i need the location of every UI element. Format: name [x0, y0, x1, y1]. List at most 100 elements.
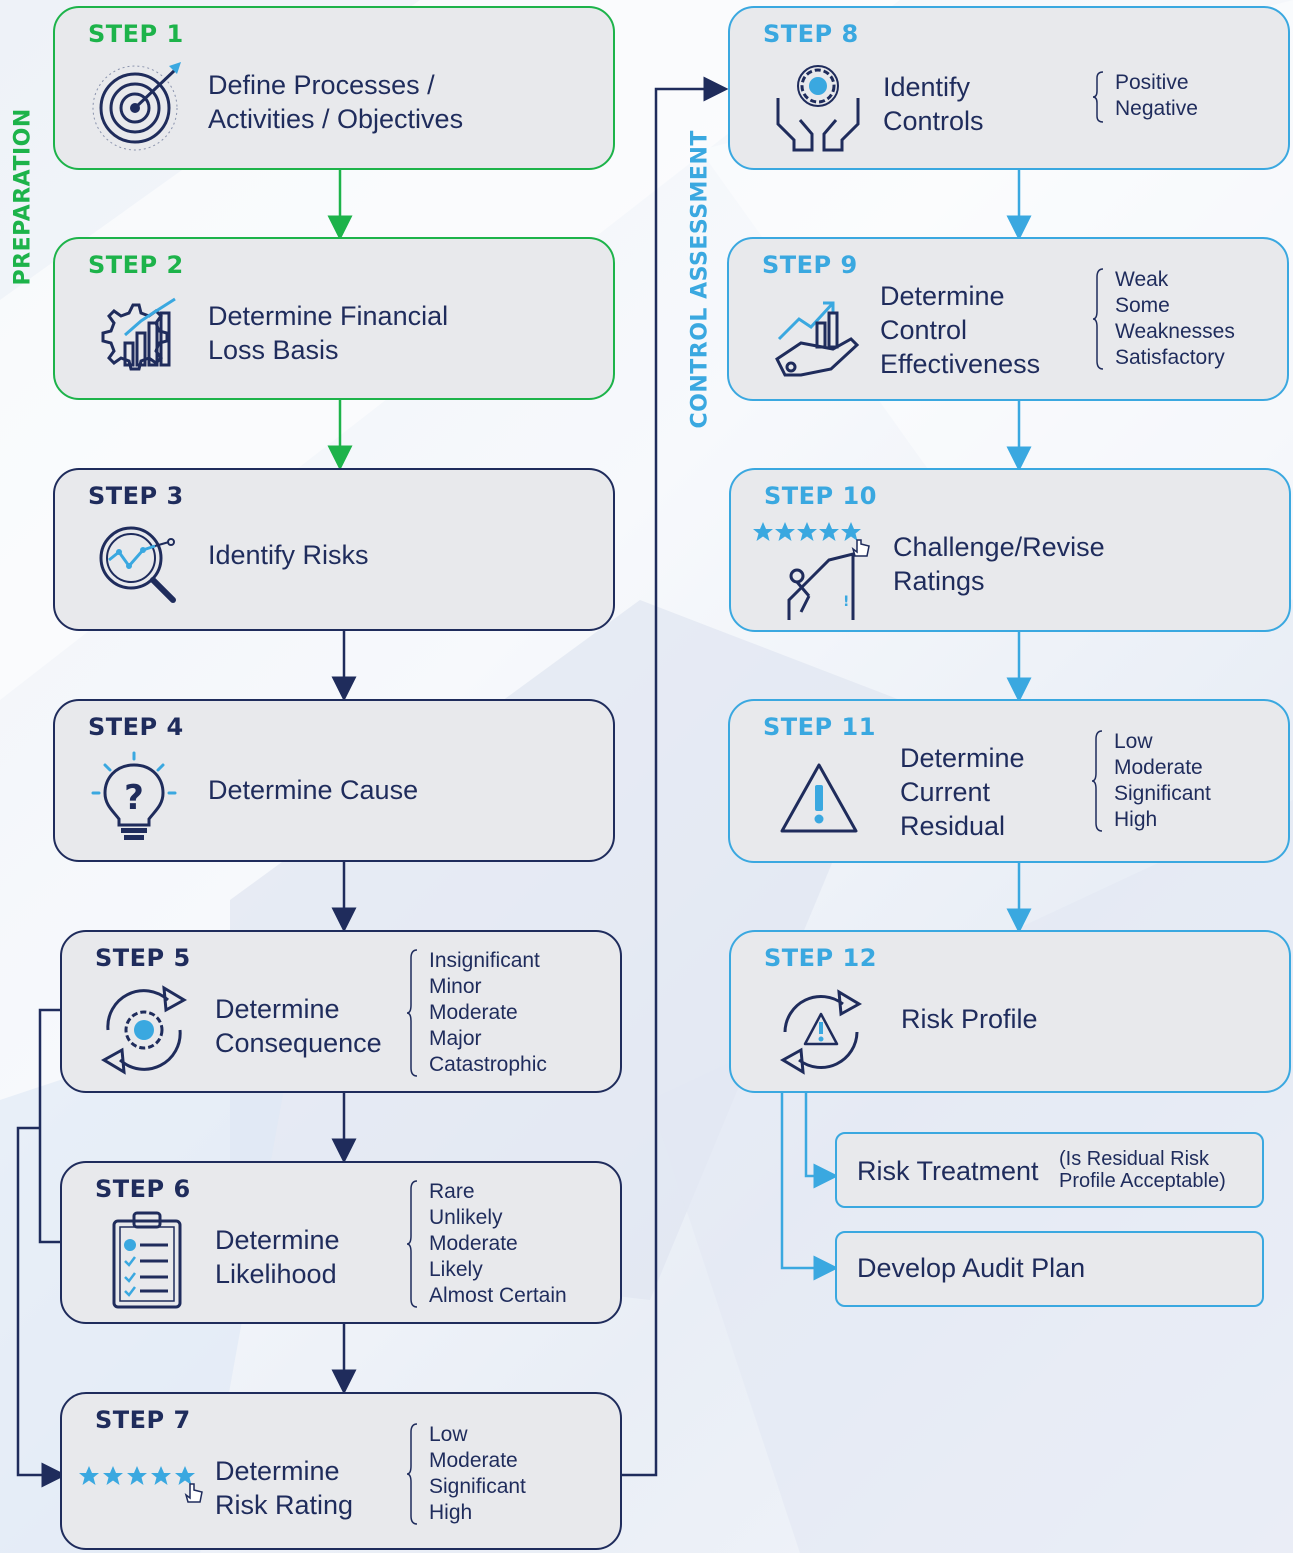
svg-text:?: ?: [124, 778, 144, 818]
step-9-title: Determine Control Effectiveness: [880, 279, 1040, 381]
option-item: Likely: [429, 1258, 483, 1281]
step-12-box: STEP 12 Risk Profile: [729, 930, 1291, 1093]
risk-treatment-note: (Is Residual Risk Profile Acceptable): [1059, 1148, 1226, 1192]
effectiveness-options: Weak Some Weaknesses Satisfactory: [1093, 267, 1235, 371]
audit-plan-box: Develop Audit Plan: [835, 1231, 1264, 1307]
lightbulb-question-icon: ?: [91, 751, 177, 840]
step-label: STEP 9: [762, 251, 858, 279]
climbing-stars-icon: !: [753, 522, 870, 620]
step-label: STEP 10: [764, 482, 877, 510]
target-icon: [92, 62, 181, 151]
likelihood-options: Rare Unlikely Moderate Likely Almost Cer…: [407, 1179, 567, 1309]
hand-growth-chart-icon: [775, 301, 860, 377]
residual-options: Low Moderate Significant High: [1092, 729, 1211, 833]
step-label: STEP 11: [763, 713, 876, 741]
step-12-title: Risk Profile: [901, 1002, 1038, 1036]
step-4-box: STEP 4 ? Determine Cause: [53, 699, 615, 862]
option-item: High: [1114, 808, 1158, 831]
checklist-clipboard-icon: [112, 1211, 182, 1309]
step-5-title: Determine Consequence: [215, 992, 382, 1060]
note-line: Profile Acceptable): [1059, 1170, 1226, 1192]
title-line: Identify: [883, 72, 971, 102]
step-label: STEP 6: [95, 1175, 191, 1203]
note-line: (Is Residual Risk: [1059, 1148, 1210, 1170]
step-10-title: Challenge/Revise Ratings: [893, 530, 1105, 598]
consequence-options: Insignificant Minor Moderate Major Catas…: [407, 948, 547, 1078]
title-line: Determine: [215, 1456, 340, 1486]
title-line: Challenge/Revise: [893, 532, 1105, 562]
option-item: Catastrophic: [429, 1053, 547, 1076]
step-9-box: STEP 9 Determine Control Effectiveness W…: [727, 237, 1289, 401]
step-label: STEP 4: [88, 713, 184, 741]
magnifier-chart-icon: [99, 526, 176, 603]
step-10-box: STEP 10 ! Challenge/Revise Ratings: [729, 468, 1291, 632]
step-6-box: STEP 6 Determine Likelihood Rare Unlikel…: [60, 1161, 622, 1324]
step-label: STEP 8: [763, 20, 859, 48]
title-line: Control: [880, 315, 968, 345]
title-line: Loss Basis: [208, 335, 339, 365]
step-3-title: Identify Risks: [208, 538, 369, 572]
title-line: Risk Profile: [901, 1004, 1038, 1034]
step-8-box: STEP 8 Identify Controls Positive Negati…: [728, 6, 1290, 170]
option-item: High: [429, 1501, 473, 1524]
option-item: Low: [429, 1423, 468, 1446]
option-item: Insignificant: [429, 949, 540, 972]
option-item: Weaknesses: [1115, 320, 1235, 343]
brace: [1093, 71, 1104, 123]
step-label: STEP 5: [95, 944, 191, 972]
title-line: Identify Risks: [208, 540, 369, 570]
step-1-box: STEP 1 Define Processes / Activities / O…: [53, 6, 615, 170]
svg-text:!: !: [843, 594, 849, 610]
option-item: Rare: [429, 1180, 475, 1203]
hands-gear-icon: [776, 65, 860, 152]
option-item: Low: [1114, 730, 1153, 753]
option-item: Major: [429, 1027, 482, 1050]
brace: [407, 949, 418, 1077]
step-label: STEP 2: [88, 251, 184, 279]
option-item: Significant: [429, 1475, 526, 1498]
step-label: STEP 7: [95, 1406, 191, 1434]
risk-rating-options: Low Moderate Significant High: [407, 1422, 526, 1526]
option-item: Negative: [1115, 97, 1198, 120]
title-line: Determine: [880, 281, 1005, 311]
option-item: Satisfactory: [1115, 346, 1225, 369]
option-item: Almost Certain: [429, 1284, 567, 1307]
step-2-box: STEP 2 Determine Financial Loss Basis: [53, 237, 615, 400]
step-label: STEP 12: [764, 944, 877, 972]
title-line: Determine Financial: [208, 301, 449, 331]
title-line: Activities / Objectives: [208, 104, 464, 134]
title-line: Determine: [215, 994, 340, 1024]
title-line: Controls: [883, 106, 984, 136]
title-line: Determine: [900, 743, 1025, 773]
brace: [407, 1180, 418, 1308]
option-item: Positive: [1115, 71, 1189, 94]
star-rating-icon: [79, 1466, 203, 1503]
warning-triangle-icon: [780, 763, 858, 833]
step-6-title: Determine Likelihood: [215, 1223, 340, 1291]
step-3-box: STEP 3 Identify Risks: [53, 468, 615, 631]
gear-chart-icon: [101, 297, 176, 371]
option-item: Moderate: [429, 1449, 518, 1472]
cycle-gear-icon: [101, 985, 187, 1075]
step-4-title: Determine Cause: [208, 773, 418, 807]
step-11-box: STEP 11 Determine Current Residual Low M…: [728, 699, 1290, 863]
brace: [1092, 730, 1103, 832]
step-7-box: STEP 7 Determine Risk Rating Low Moderat…: [60, 1392, 622, 1550]
option-item: Moderate: [429, 1232, 518, 1255]
brace: [407, 1423, 418, 1525]
option-item: Significant: [1114, 782, 1211, 805]
audit-plan-label: Develop Audit Plan: [857, 1253, 1086, 1283]
step-label: STEP 3: [88, 482, 184, 510]
step-7-title: Determine Risk Rating: [215, 1454, 353, 1522]
title-line: Current: [900, 777, 991, 807]
option-item: Some: [1115, 294, 1170, 317]
title-line: Determine: [215, 1225, 340, 1255]
title-line: Define Processes /: [208, 70, 435, 100]
step-8-title: Identify Controls: [883, 70, 984, 138]
title-line: Effectiveness: [880, 349, 1041, 379]
risk-treatment-box: Risk Treatment (Is Residual Risk Profile…: [835, 1132, 1264, 1208]
option-item: Moderate: [1114, 756, 1203, 779]
title-line: Determine Cause: [208, 775, 419, 805]
controls-options: Positive Negative: [1093, 70, 1198, 123]
brace: [1093, 268, 1104, 370]
